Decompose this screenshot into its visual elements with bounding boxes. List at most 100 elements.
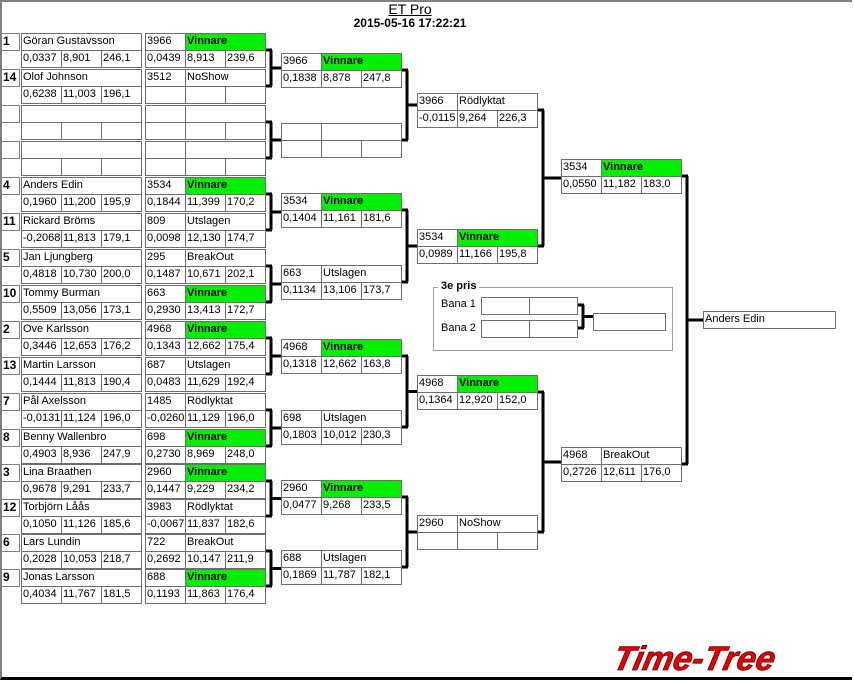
racer-stat: -0,0131: [21, 410, 62, 428]
racer-name[interactable]: Lars Lundin: [21, 534, 142, 552]
lane2-label: Bana 2: [441, 322, 476, 334]
racer-stat: 190,4: [101, 374, 142, 392]
racer-stat: [61, 158, 102, 176]
racer-stat: 0,1960: [21, 194, 62, 212]
lane1-input[interactable]: [481, 297, 530, 315]
seed-number: 12: [1, 499, 20, 517]
racer-name[interactable]: Benny Wallenbro: [21, 429, 142, 447]
round2-result-stat: 0,1404: [281, 210, 322, 228]
round1-result-id: 809: [145, 213, 186, 231]
racer-stat: 181,5: [101, 586, 142, 604]
round2-result-stat: 163,8: [361, 356, 402, 374]
round3-result-stat: 152,0: [497, 392, 538, 410]
racer-name[interactable]: [21, 105, 142, 123]
seed-number: 7: [1, 393, 20, 411]
round1-result-stat: [185, 122, 226, 140]
racer-stat: 0,9678: [21, 481, 62, 499]
round1-result-stat: 11,863: [185, 586, 226, 604]
round1-result-stat: -0,0260: [145, 410, 186, 428]
racer-name[interactable]: Rickard Bröms: [21, 213, 142, 231]
round1-result-stat: [225, 122, 266, 140]
round1-result-id: 687: [145, 357, 186, 375]
round2-result-stat: 173,7: [361, 282, 402, 300]
lane1-label: Bana 1: [441, 298, 476, 310]
racer-name[interactable]: Torbjörn Låås: [21, 499, 142, 517]
round1-result-status: Vinnare: [185, 321, 266, 339]
round4-result-stat: 0,2726: [561, 464, 602, 482]
round4-result-stat: 12,611: [601, 464, 642, 482]
racer-stat: 10,730: [61, 266, 102, 284]
racer-name[interactable]: [21, 141, 142, 159]
racer-name[interactable]: Ove Karlsson: [21, 321, 142, 339]
lane1-result[interactable]: [529, 297, 578, 315]
round2-result-stat: 0,1318: [281, 356, 322, 374]
round1-result-stat: 11,399: [185, 194, 226, 212]
racer-stat: 11,813: [61, 374, 102, 392]
round1-result-stat: 0,1844: [145, 194, 186, 212]
racer-stat: 0,4903: [21, 446, 62, 464]
round1-result-status: Rödlyktat: [185, 499, 266, 517]
round1-result-status: [185, 105, 266, 123]
round1-result-id: 1485: [145, 393, 186, 411]
round2-result-id: 698: [281, 410, 322, 428]
round3-result-stat: 0,0989: [417, 246, 458, 264]
racer-stat: [101, 158, 142, 176]
racer-stat: [21, 122, 62, 140]
racer-name[interactable]: Jan Ljungberg: [21, 249, 142, 267]
racer-stat: 0,3446: [21, 338, 62, 356]
round1-result-id: 295: [145, 249, 186, 267]
round1-result-stat: 248,0: [225, 446, 266, 464]
racer-name[interactable]: Olof Johnson: [21, 69, 142, 87]
round1-result-stat: 0,0439: [145, 50, 186, 68]
round2-result-stat: 0,0477: [281, 497, 322, 515]
round1-result-status: Vinnare: [185, 429, 266, 447]
round2-result-stat: 181,6: [361, 210, 402, 228]
racer-stat: 8,936: [61, 446, 102, 464]
round3-result-stat: -0,0115: [417, 110, 458, 128]
round1-result-stat: 0,1447: [145, 481, 186, 499]
racer-stat: 0,5509: [21, 302, 62, 320]
round1-result-stat: -0,0067: [145, 516, 186, 534]
round1-result-stat: 0,2930: [145, 302, 186, 320]
round4-result-stat: 11,182: [601, 176, 642, 194]
round2-result-id: 4968: [281, 339, 322, 357]
round1-result-id: 3512: [145, 69, 186, 87]
racer-name[interactable]: Martin Larsson: [21, 357, 142, 375]
round1-result-id: 698: [145, 429, 186, 447]
racer-name[interactable]: Anders Edin: [21, 177, 142, 195]
seed-number: 11: [1, 213, 20, 231]
round1-result-id: [145, 105, 186, 123]
racer-stat: 13,056: [61, 302, 102, 320]
racer-stat: 11,003: [61, 86, 102, 104]
round1-result-stat: 8,969: [185, 446, 226, 464]
round4-result-id: 4968: [561, 447, 602, 465]
racer-stat: 0,0337: [21, 50, 62, 68]
round1-result-stat: 0,1343: [145, 338, 186, 356]
racer-stat: 185,6: [101, 516, 142, 534]
racer-name[interactable]: Tommy Burman: [21, 285, 142, 303]
round1-result-stat: [145, 158, 186, 176]
round2-result-stat: 9,268: [321, 497, 362, 515]
round1-result-id: 722: [145, 534, 186, 552]
round3-result-status: Vinnare: [457, 229, 538, 247]
racer-name[interactable]: Göran Gustavsson: [21, 33, 142, 51]
round1-result-stat: 175,4: [225, 338, 266, 356]
round2-result-status: Utslagen: [321, 265, 402, 283]
lane2-input[interactable]: [481, 320, 530, 338]
racer-name[interactable]: Jonas Larsson: [21, 569, 142, 587]
round1-result-status: Vinnare: [185, 464, 266, 482]
round2-result-stat: 0,1869: [281, 567, 322, 585]
seed-number: 10: [1, 285, 20, 303]
racer-name[interactable]: Pål Axelsson: [21, 393, 142, 411]
lane2-result[interactable]: [529, 320, 578, 338]
round3-result-stat: 0,1364: [417, 392, 458, 410]
round4-result-stat: 176,0: [641, 464, 682, 482]
round2-result-status: Vinnare: [321, 193, 402, 211]
round2-result-stat: [281, 140, 322, 158]
racer-name[interactable]: Lina Braathen: [21, 464, 142, 482]
round2-result-stat: [361, 140, 402, 158]
round3-result-stat: [457, 532, 498, 550]
round1-result-id: 3983: [145, 499, 186, 517]
round1-result-stat: 0,1193: [145, 586, 186, 604]
